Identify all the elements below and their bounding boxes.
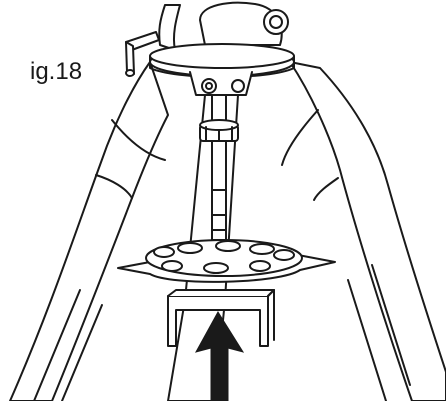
figure-label: ig.18 — [30, 58, 83, 85]
accessory-tray — [118, 240, 335, 282]
lock-knob-handle — [126, 32, 159, 76]
right-leg — [282, 62, 446, 401]
tripod-head — [150, 3, 294, 95]
left-leg — [10, 62, 168, 401]
wing-nut — [200, 120, 238, 141]
spreader-bracket — [168, 290, 274, 346]
